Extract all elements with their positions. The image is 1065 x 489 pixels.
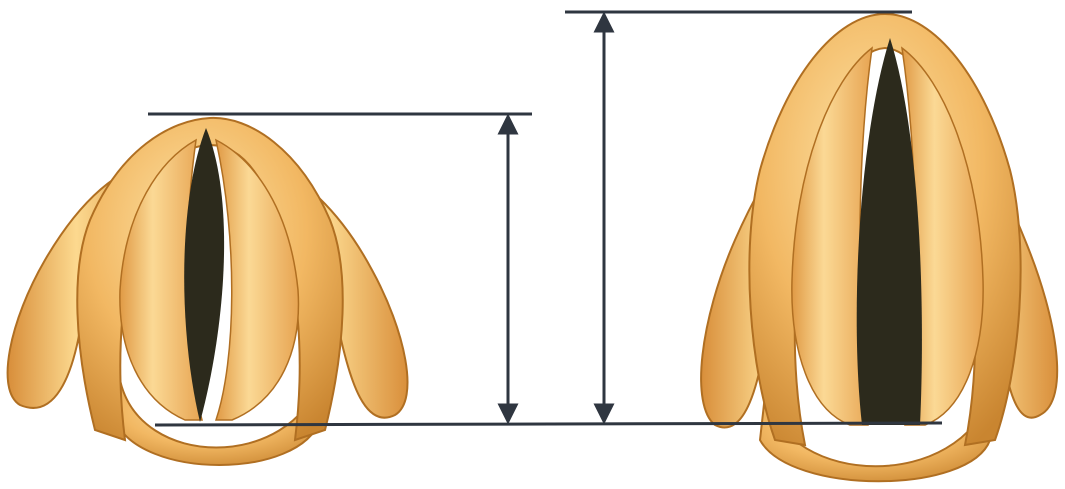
larynx-large (701, 14, 1057, 481)
larynx-small-base (115, 380, 320, 465)
larynx-small (8, 118, 408, 465)
bottom-reference-line (155, 423, 942, 425)
